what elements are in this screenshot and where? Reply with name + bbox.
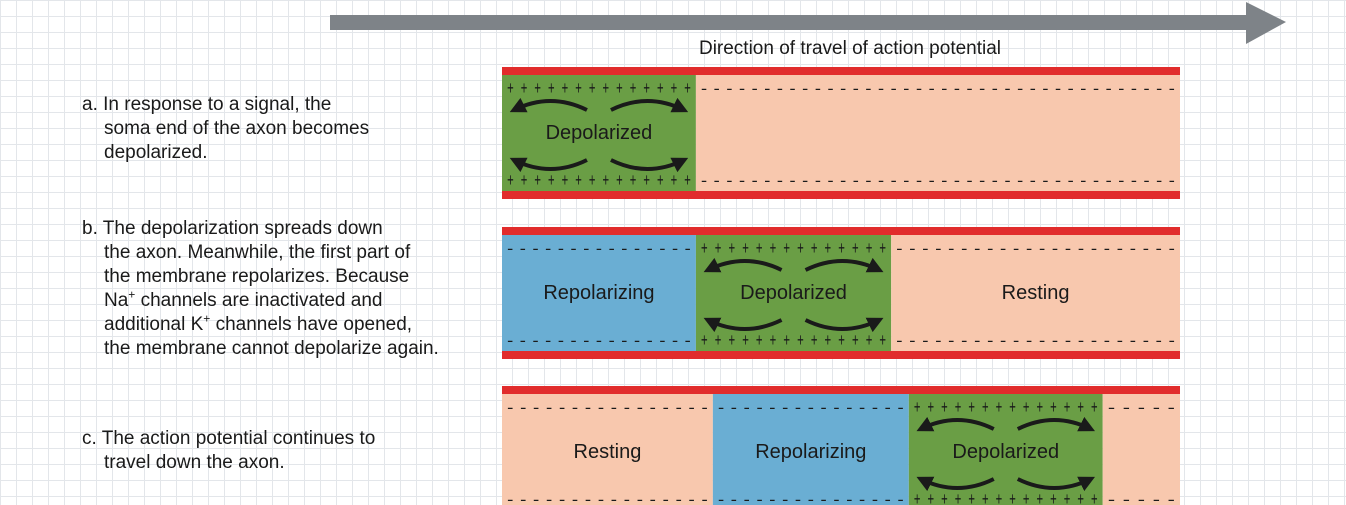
axon-c-segment-2-bottom-charges: – – – – – – – – – – – – – – – <box>718 491 904 505</box>
step-c-description: c. The action potential continues to tra… <box>82 427 375 475</box>
axon-b-segment-2-label: Depolarized <box>740 282 847 304</box>
axon-a-segment-1-top-charges: + + + + + + + + + + + + + + <box>507 80 691 100</box>
axon-c-segment-2-top-charges: – – – – – – – – – – – – – – – <box>718 399 904 419</box>
step-b-line-4: Na+ channels are inactivated and <box>104 287 383 311</box>
axon-b-bottom-membrane <box>502 351 1180 359</box>
axon-b-segment-2-arrow-upper-right <box>804 257 884 273</box>
step-a-line-3: depolarized. <box>104 142 208 163</box>
axon-a-segment-1-label: Depolarized <box>546 122 653 144</box>
axon-a-segment-1-arrow-lower-left <box>509 157 588 173</box>
axon-c-segment-3-label: Depolarized <box>952 441 1059 463</box>
axon-c-segment-3-arrow-upper-left <box>916 416 995 432</box>
axon-b-top-membrane <box>502 227 1180 235</box>
axon-a-bottom-membrane <box>502 191 1180 199</box>
axon-c-segment-3-bottom-charges: + + + + + + + + + + + + + + <box>914 491 1098 505</box>
axon-c-segment-1-top-charges: – – – – – – – – – – – – – – – – <box>507 399 708 419</box>
step-b-line-2: the axon. Meanwhile, the first part of <box>104 242 411 263</box>
axon-b-segment-1 <box>502 228 696 358</box>
axon-a-top-membrane <box>502 67 1180 75</box>
axon-b-segment-1-top-charges: – – – – – – – – – – – – – – – <box>507 240 691 260</box>
step-a-description: a. In response to a signal, the soma end… <box>82 93 369 165</box>
axon-c-segment-1-label: Resting <box>574 441 642 463</box>
axon-a-segment-1-arrow-upper-left <box>509 97 588 113</box>
axon-a-segment-1-arrow-upper-right <box>610 97 689 113</box>
step-b-line-6: the membrane cannot depolarize again. <box>104 338 439 359</box>
step-a-line-2: soma end of the axon becomes <box>104 118 370 139</box>
direction-label: Direction of travel of action potential <box>699 38 1001 59</box>
axon-b-segment-2 <box>695 228 892 358</box>
direction-arrow-shaft <box>330 15 1254 30</box>
axon-c-segment-3-top-charges: + + + + + + + + + + + + + + <box>914 399 1098 419</box>
axon-a-segment-2-top-charges: – – – – – – – – – – – – – – – – – – – – … <box>701 80 1175 100</box>
axon-b-segment-3-top-charges: – – – – – – – – – – – – – – – – – – – – … <box>896 240 1175 260</box>
axon-c-top-membrane <box>502 386 1180 394</box>
axon-panel-a: + + + + + + + + + + + + + + + + + + + + +… <box>502 67 1180 199</box>
axon-panel-c: – – – – – – – – – – – – – – – – – – – – –… <box>502 386 1180 505</box>
axon-b-segment-1-bottom-charges: – – – – – – – – – – – – – – – <box>507 332 691 352</box>
step-a-line-1: a. In response to a signal, the <box>82 94 332 115</box>
axon-b-segment-2-arrow-lower-left <box>703 317 783 333</box>
axon-b-segment-1-label: Repolarizing <box>543 282 654 304</box>
axon-b-segment-3 <box>891 228 1180 358</box>
step-c-line-2: travel down the axon. <box>104 452 285 473</box>
direction-arrow <box>330 2 1286 44</box>
axon-a-segment-1-bottom-charges: + + + + + + + + + + + + + + <box>507 172 691 192</box>
axon-b-segment-3-bottom-charges: – – – – – – – – – – – – – – – – – – – – … <box>896 332 1175 352</box>
step-b-line-1: b. The depolarization spreads down <box>82 218 383 239</box>
axon-panel-b: – – – – – – – – – – – – – – – – – – – – –… <box>502 227 1180 359</box>
axon-c-segment-1-bottom-charges: – – – – – – – – – – – – – – – – <box>507 491 708 505</box>
step-b-line-5: additional K+ channels have opened, <box>104 311 413 335</box>
axon-c-segment-2 <box>712 387 909 505</box>
step-c-line-1: c. The action potential continues to <box>82 428 376 449</box>
axon-b-segment-2-top-charges: + + + + + + + + + + + + + + <box>701 240 886 260</box>
axon-b-segment-2-arrow-upper-left <box>703 257 783 273</box>
axon-c-segment-1 <box>502 387 713 505</box>
step-b-description: b. The depolarization spreads down the a… <box>82 217 439 361</box>
axon-a-segment-1 <box>502 68 696 198</box>
axon-a-segment-1-arrow-lower-right <box>610 157 689 173</box>
axon-b-segment-2-bottom-charges: + + + + + + + + + + + + + + <box>701 332 886 352</box>
direction-arrow-head <box>1246 2 1286 44</box>
axon-c-segment-2-label: Repolarizing <box>755 441 866 463</box>
axon-c-segment-3-arrow-lower-left <box>916 476 995 492</box>
axon-c-segment-4-top-charges: – – – – – <box>1108 399 1175 419</box>
axon-b-segment-2-arrow-lower-right <box>804 317 884 333</box>
axon-a-segment-2-bottom-charges: – – – – – – – – – – – – – – – – – – – – … <box>701 172 1175 192</box>
axon-c-segment-3-arrow-upper-right <box>1016 416 1096 432</box>
axon-c-segment-3-arrow-lower-right <box>1016 476 1096 492</box>
axon-c-segment-4-bottom-charges: – – – – – <box>1108 491 1175 505</box>
axon-a-segment-2 <box>695 68 1180 198</box>
step-b-line-3: the membrane repolarizes. Because <box>104 266 410 287</box>
axon-c-segment-4 <box>1102 387 1180 505</box>
axon-b-segment-3-label: Resting <box>1002 282 1070 304</box>
